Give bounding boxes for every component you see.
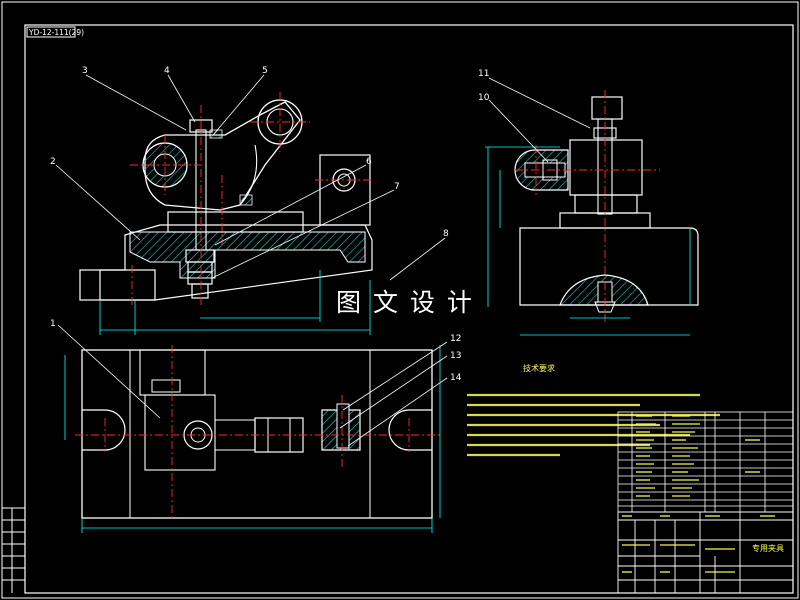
part-label-7: 7 [394,182,400,192]
title-block-name: 专用夹具 [752,543,784,553]
part-label-10: 10 [478,93,490,103]
base-section-hatch [129,231,366,279]
part-label-2: 2 [50,157,56,167]
watermark-text: 图 文 设 计 [336,288,474,317]
front-view-part-labels: 3 4 5 2 6 7 8 [50,66,449,239]
part-label-1: 1 [50,319,56,329]
side-view-part-labels: 11 10 [478,69,490,103]
drawing-border-inner [24,24,794,594]
tech-requirement-lines [467,393,720,457]
part-label-13: 13 [450,351,461,361]
drawing-code-box [26,26,76,38]
parts-list-entries [636,415,760,497]
parts-list [617,411,794,513]
left-margin-strip [2,507,25,593]
title-block [617,511,794,594]
part-label-8: 8 [443,229,449,239]
part-label-14: 14 [450,373,462,383]
plan-view-leaders [57,324,448,447]
part-label-4: 4 [164,66,170,76]
front-view [79,92,373,335]
part-label-6: 6 [366,157,372,167]
part-label-3: 3 [82,66,88,76]
title-block-entries [622,515,775,573]
plan-view-part-labels: 1 12 13 14 [50,319,462,383]
front-view-leaders [55,74,446,281]
tech-requirements-title: 技术要求 [523,363,555,373]
part-label-5: 5 [262,66,268,76]
plan-view [64,345,441,533]
side-view-leaders [488,77,591,163]
part-label-11: 11 [478,69,489,79]
side-view [485,90,699,336]
part-label-12: 12 [450,334,461,344]
drawing-code: YD-12-111(29) [28,28,84,37]
technical-requirements: 技术要求 [467,363,720,457]
